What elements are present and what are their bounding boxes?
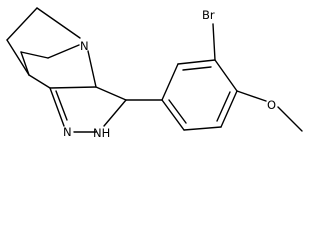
bond-ar4-ar5-double (216, 91, 231, 122)
bond-ar4-o (236, 90, 267, 102)
bond-o-methyl (277, 106, 303, 132)
bond-ar4-ar5 (220, 90, 238, 128)
bond-ar6-ar1-double (168, 99, 187, 124)
bond-ar5-ar6 (183, 126, 222, 131)
benzene-ring (161, 59, 238, 131)
bond-ar2-ar3-double (182, 66, 212, 71)
bond-ar3-br (212, 23, 216, 61)
pyrazoline-ring (49, 86, 127, 133)
bond-ar3-ar4 (214, 59, 238, 92)
bond-ar2-ar3 (177, 59, 216, 65)
bond-cage-top-right (36, 7, 81, 39)
bond-c7a-n1-double (55, 90, 68, 121)
bond-c3-c3a (95, 86, 127, 101)
bromine-label: Br (202, 8, 215, 22)
molecule-structure: Br O N N NH (6, 7, 303, 140)
bond-c3a-c7a (49, 86, 97, 89)
amine-nitrogen-label: NH (93, 126, 110, 140)
bond-ar1-ar2 (161, 63, 179, 101)
bridgehead-nitrogen-label: N (80, 39, 89, 53)
imine-nitrogen-label: N (63, 125, 72, 139)
bond-cage-inner-right (20, 51, 49, 59)
bond-c7a-n1 (49, 87, 65, 127)
bicyclic-cage (6, 7, 97, 89)
bond-ar6-ar1 (161, 99, 185, 131)
bond-cage-top-left (6, 7, 38, 41)
bond-cage-bridgehead-down (28, 74, 51, 89)
bond-n2-c3 (103, 99, 127, 127)
bond-cage-inner-n (47, 44, 80, 59)
bond-cage-left-inner (20, 51, 30, 76)
bond-cage-left-down (6, 39, 30, 76)
oxygen-label: O (267, 98, 276, 112)
bond-cage-n-down (87, 50, 97, 88)
